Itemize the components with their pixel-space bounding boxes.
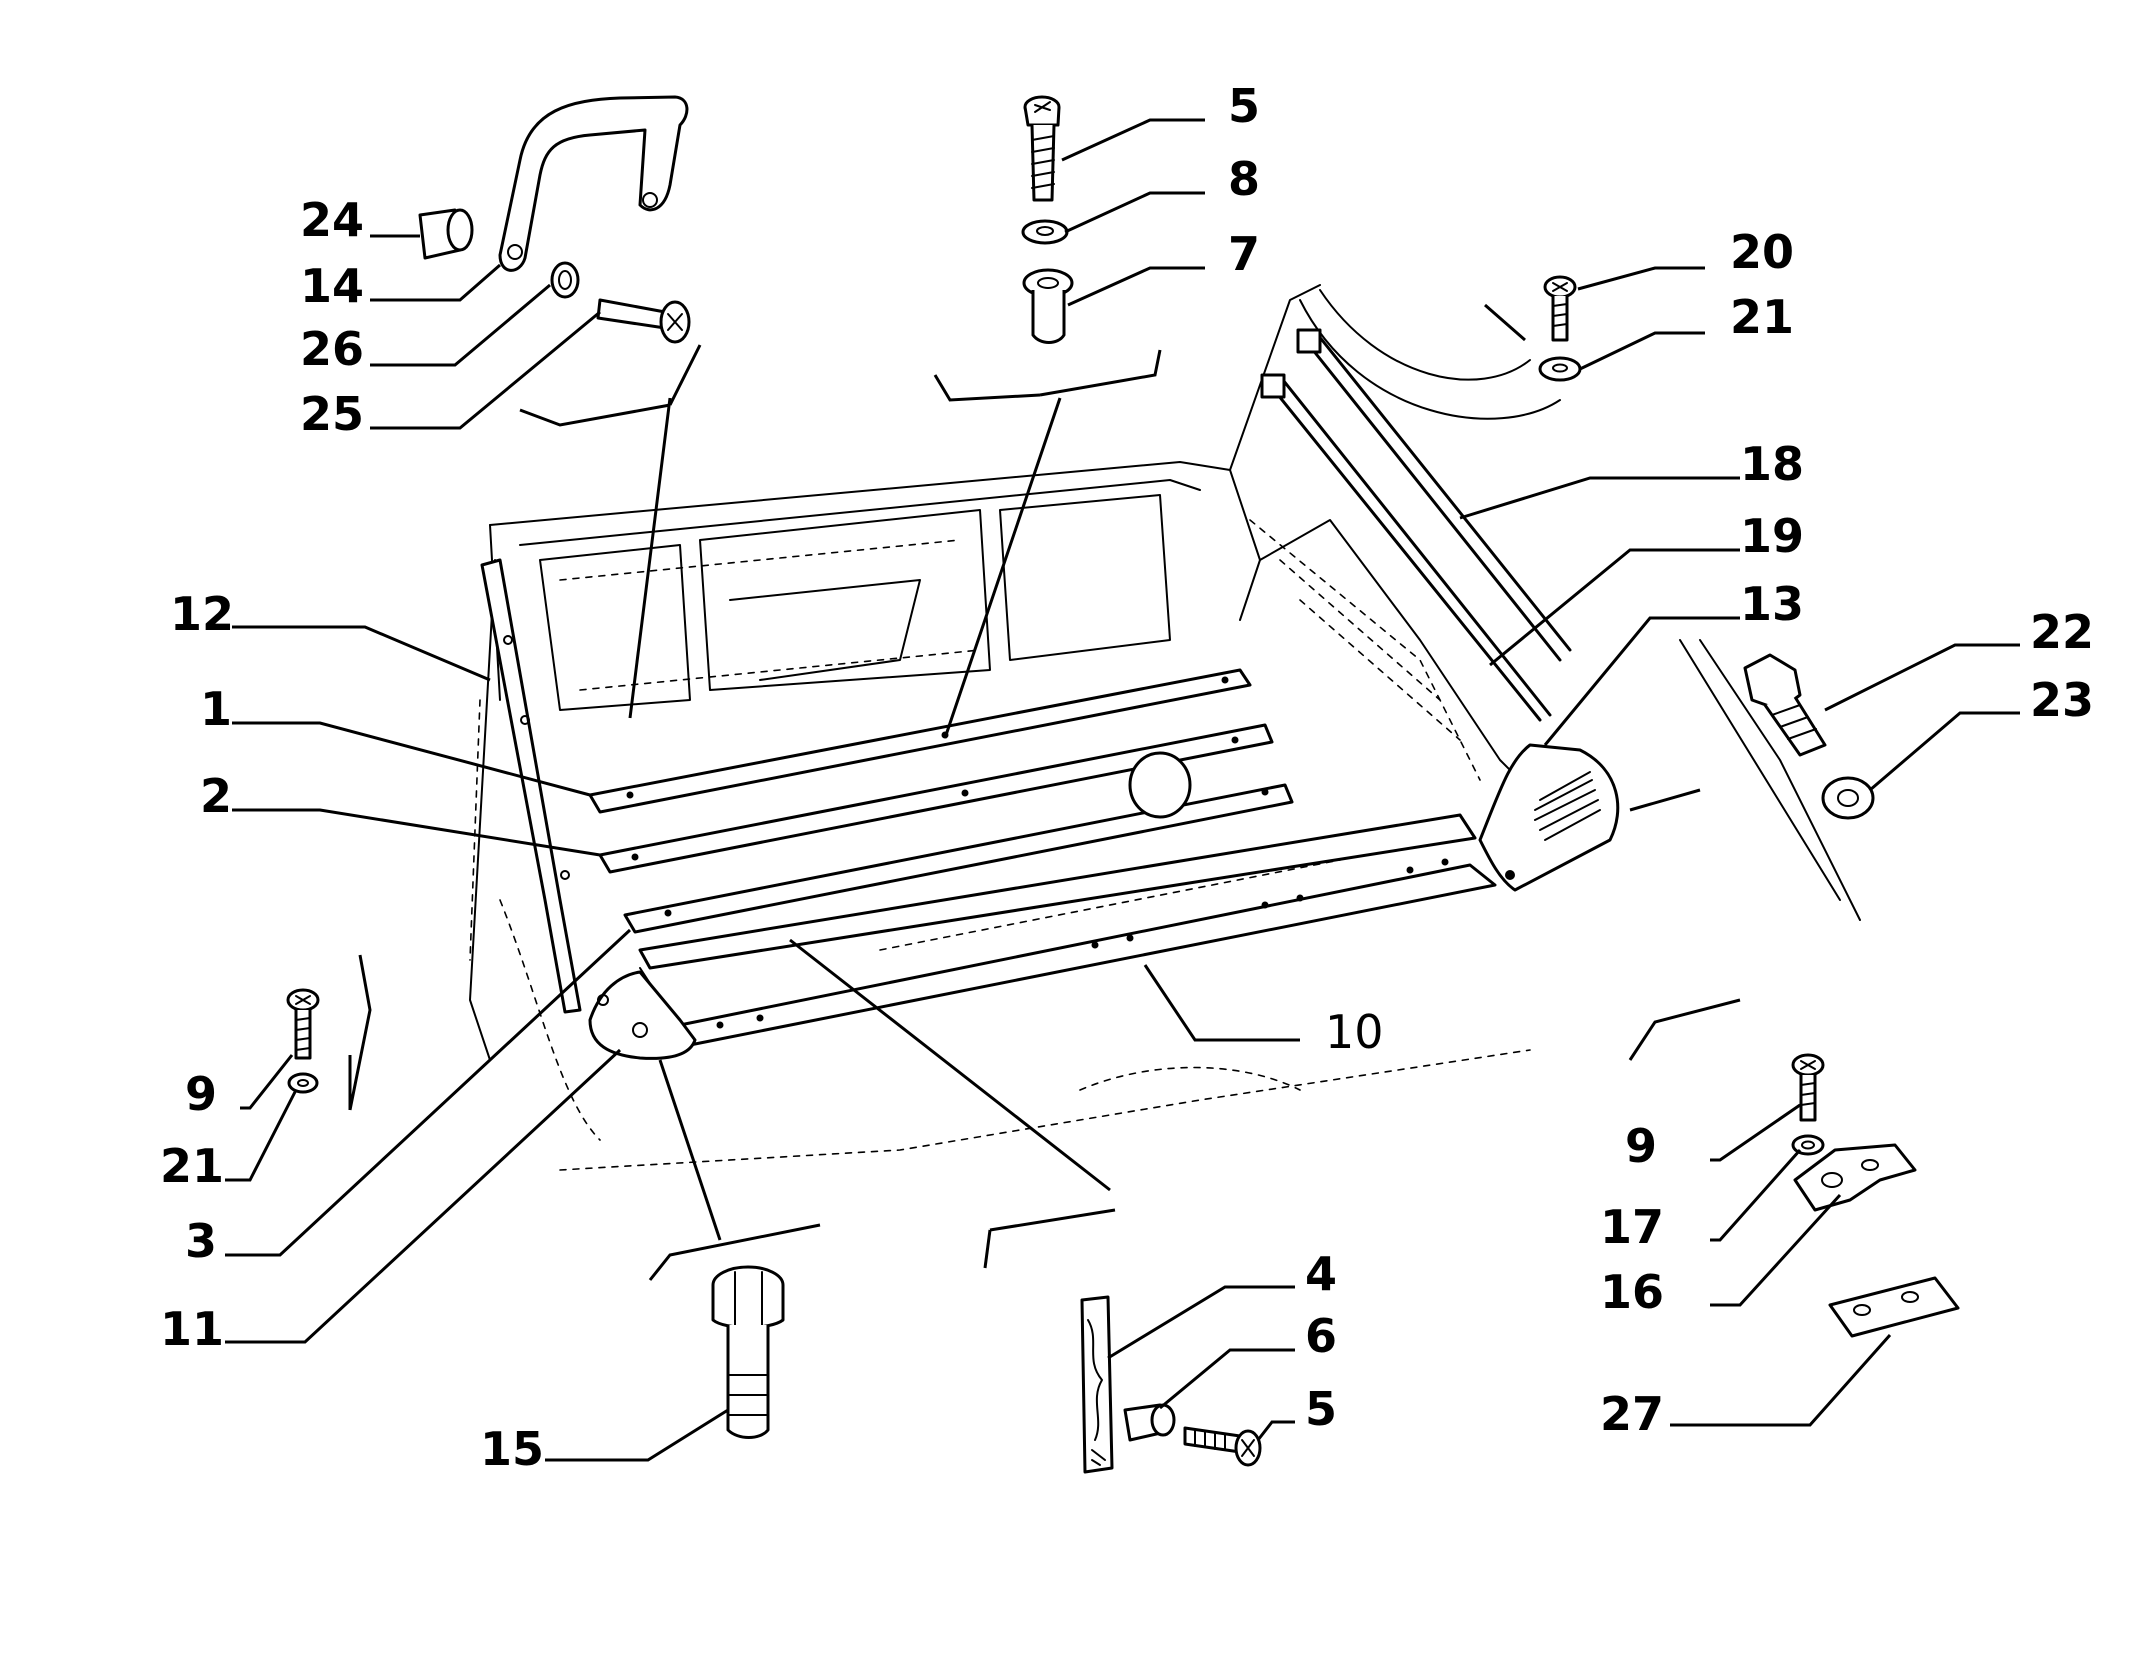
washer-21-left bbox=[287, 1072, 319, 1094]
callout-20: 20 bbox=[1730, 225, 1794, 279]
callout-17: 17 bbox=[1600, 1200, 1664, 1254]
washer-17 bbox=[1791, 1134, 1825, 1156]
rail-2 bbox=[598, 723, 1274, 874]
bracket-16 bbox=[1793, 1143, 1917, 1212]
bolt-22 bbox=[1743, 653, 1827, 757]
callout-25: 25 bbox=[300, 387, 364, 441]
callout-21a: 21 bbox=[1730, 290, 1794, 344]
callout-26: 26 bbox=[300, 322, 364, 376]
callout-12: 12 bbox=[170, 587, 234, 641]
callout-9a: 9 bbox=[185, 1067, 217, 1121]
callout-6: 6 bbox=[1305, 1309, 1337, 1363]
washer-26 bbox=[550, 261, 580, 299]
callout-9b: 9 bbox=[1625, 1119, 1657, 1173]
plate-27 bbox=[1828, 1276, 1960, 1338]
side-rail-12 bbox=[480, 558, 582, 1014]
screw-20 bbox=[1543, 275, 1577, 342]
sill-10 bbox=[638, 813, 1497, 1047]
callout-21b: 21 bbox=[160, 1139, 224, 1193]
screw-5-top bbox=[1023, 95, 1061, 202]
spacer-7 bbox=[1022, 268, 1074, 344]
screw-9-right bbox=[1791, 1053, 1825, 1122]
callout-14: 14 bbox=[300, 259, 364, 313]
callout-27: 27 bbox=[1600, 1387, 1664, 1441]
leader-lines bbox=[225, 118, 2020, 1462]
callout-23: 23 bbox=[2030, 673, 2094, 727]
grab-handle-14 bbox=[498, 95, 689, 272]
callout-5a: 5 bbox=[1228, 79, 1260, 133]
callout-22: 22 bbox=[2030, 605, 2094, 659]
callout-1: 1 bbox=[200, 682, 232, 736]
callout-24a: 24 bbox=[300, 193, 364, 247]
callout-13: 13 bbox=[1740, 577, 1804, 631]
callout-15: 15 bbox=[480, 1422, 544, 1476]
insert-4 bbox=[1080, 1295, 1114, 1474]
bolt-15 bbox=[711, 1265, 785, 1439]
callout-7: 7 bbox=[1228, 227, 1260, 281]
spacer-6 bbox=[1123, 1403, 1176, 1442]
washer-21-top bbox=[1538, 356, 1582, 382]
bolt-25 bbox=[596, 298, 691, 344]
callout-2: 2 bbox=[200, 769, 232, 823]
callout-11: 11 bbox=[160, 1302, 224, 1356]
callout-4: 4 bbox=[1305, 1247, 1337, 1301]
callout-10: 10 bbox=[1325, 1005, 1384, 1059]
bracket-marks bbox=[348, 344, 1741, 1281]
callout-8: 8 bbox=[1228, 152, 1260, 206]
callout-18: 18 bbox=[1740, 437, 1804, 491]
callout-3: 3 bbox=[185, 1214, 217, 1268]
tie-rods bbox=[1260, 328, 1572, 722]
screw-9-left bbox=[286, 988, 320, 1060]
rail-3 bbox=[623, 751, 1294, 934]
callout-labels: 24 14 26 25 5 8 7 20 21 18 19 13 22 23 1… bbox=[160, 79, 2094, 1476]
callout-16: 16 bbox=[1600, 1265, 1664, 1319]
end-cap-11 bbox=[588, 970, 697, 1060]
scuff-plate-13 bbox=[1478, 743, 1620, 892]
washer-8 bbox=[1021, 219, 1069, 245]
callout-19: 19 bbox=[1740, 509, 1804, 563]
nut-23 bbox=[1821, 776, 1875, 820]
screw-5-bottom bbox=[1183, 1426, 1262, 1467]
bushing-24 bbox=[418, 208, 474, 260]
callout-5b: 5 bbox=[1305, 1382, 1337, 1436]
